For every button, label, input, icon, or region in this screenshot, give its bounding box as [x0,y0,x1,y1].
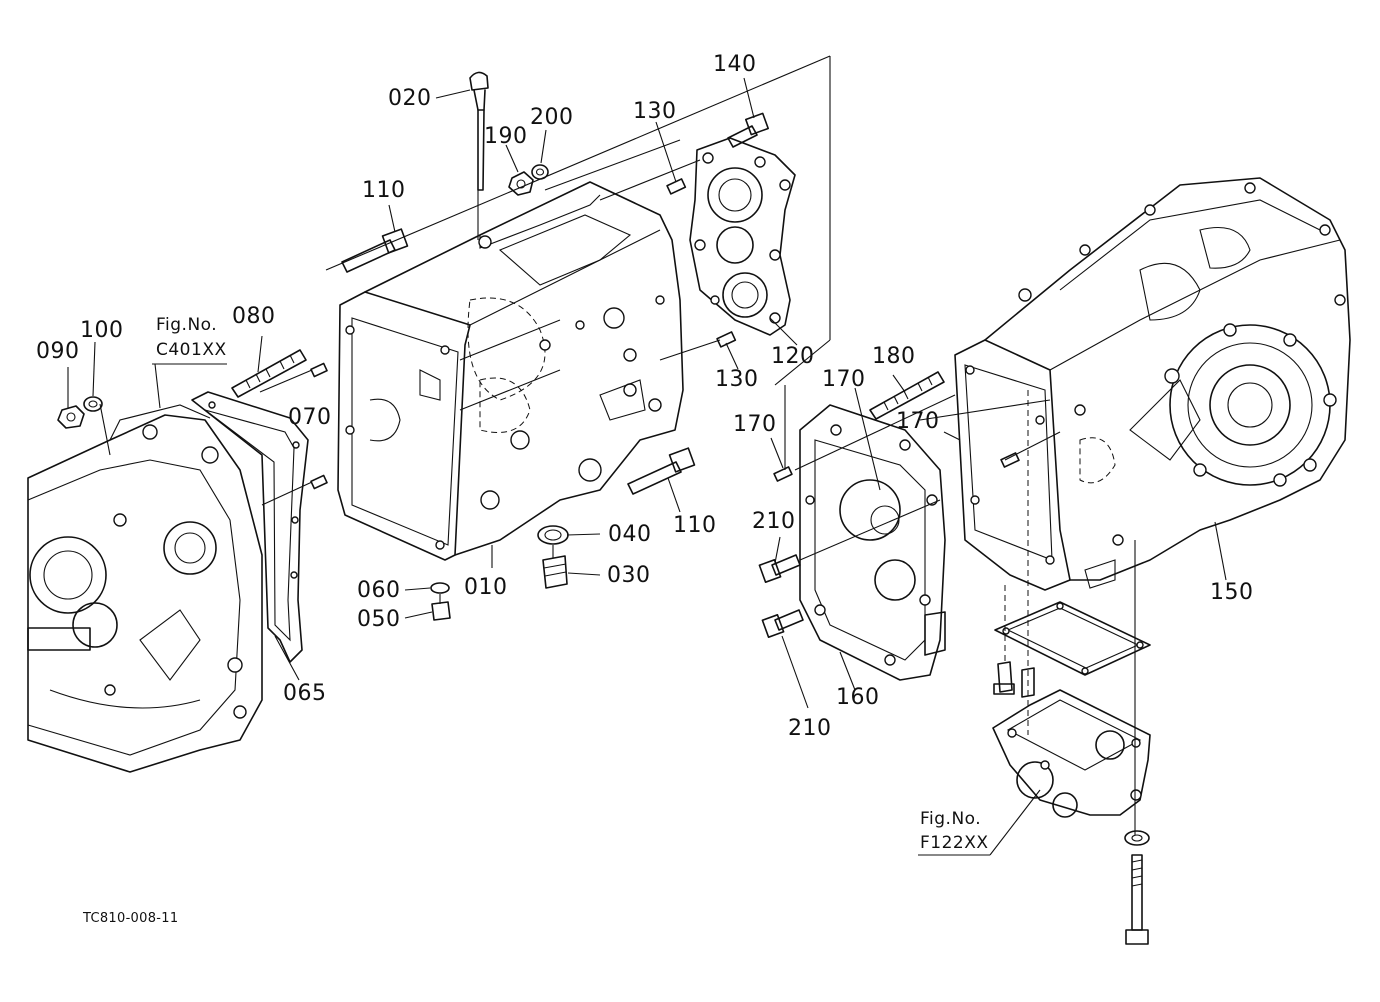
callout-160: 160 [836,685,880,710]
stud-180-part [869,371,945,420]
plug-030-part [542,555,568,589]
bolt-110-bottom-part [627,447,696,495]
nut-190-part [508,171,534,196]
callout-060: 060 [357,578,401,603]
callout-140: 140 [713,52,757,77]
long-bolt-part [1124,830,1150,945]
stud-080-part [231,349,307,398]
callout-080: 080 [232,304,276,329]
washer-100-part [83,396,103,412]
callout-150: 150 [1210,580,1254,605]
callout-190: 190 [484,124,528,149]
pin-070-part [310,362,328,490]
callout-030: 030 [607,563,651,588]
plug-050-part [431,601,451,621]
plate-160-part [799,404,946,681]
fig-ref-c401-label: Fig.No. [156,315,218,335]
dowel-130-part [666,178,737,348]
callout-130-top: 130 [633,99,677,124]
hardware-below-case [993,661,1035,698]
cover-120-part [689,137,796,336]
callout-100: 100 [80,318,124,343]
rear-case-part [954,177,1351,591]
callout-210-bottom: 210 [788,716,832,741]
callout-065: 065 [283,681,327,706]
fig-ref-f122-label: Fig.No. [920,809,982,829]
mid-case-part [337,181,684,561]
fig-ref-c401-code: C401XX [156,340,227,360]
callout-120: 120 [771,344,815,369]
callout-170-right: 170 [896,409,940,434]
washer-060-part [430,582,450,594]
fig-ref-f122-code: F122XX [920,833,989,853]
callout-040: 040 [608,522,652,547]
bolt-210-part [758,554,804,638]
hydraulic-cover-part [992,689,1151,818]
bolt-140-part [727,112,769,148]
dipstick-020-part [469,71,489,191]
callout-leaders [67,77,1227,856]
callout-170-center: 170 [822,367,866,392]
pin-170-part [773,452,1020,482]
callout-210-top: 210 [752,509,796,534]
bolt-110-top-part [341,228,409,273]
callout-090: 090 [36,339,80,364]
seal-040-part [537,525,569,545]
callout-110-bottom: 110 [673,513,717,538]
bottom-gasket-part [994,601,1151,676]
gasket-part [191,391,309,663]
callout-070: 070 [288,405,332,430]
callout-130-bottom: 130 [715,367,759,392]
callout-020: 020 [388,86,432,111]
callout-050: 050 [357,607,401,632]
callout-200: 200 [530,105,574,130]
front-housing-part [27,404,263,773]
alignment-lines [99,55,1136,835]
nut-090-part [57,405,85,429]
drawing-code: TC810-008-11 [83,911,179,926]
callout-110-top: 110 [362,178,406,203]
callout-180: 180 [872,344,916,369]
callout-170-left: 170 [733,412,777,437]
callout-010: 010 [464,575,508,600]
